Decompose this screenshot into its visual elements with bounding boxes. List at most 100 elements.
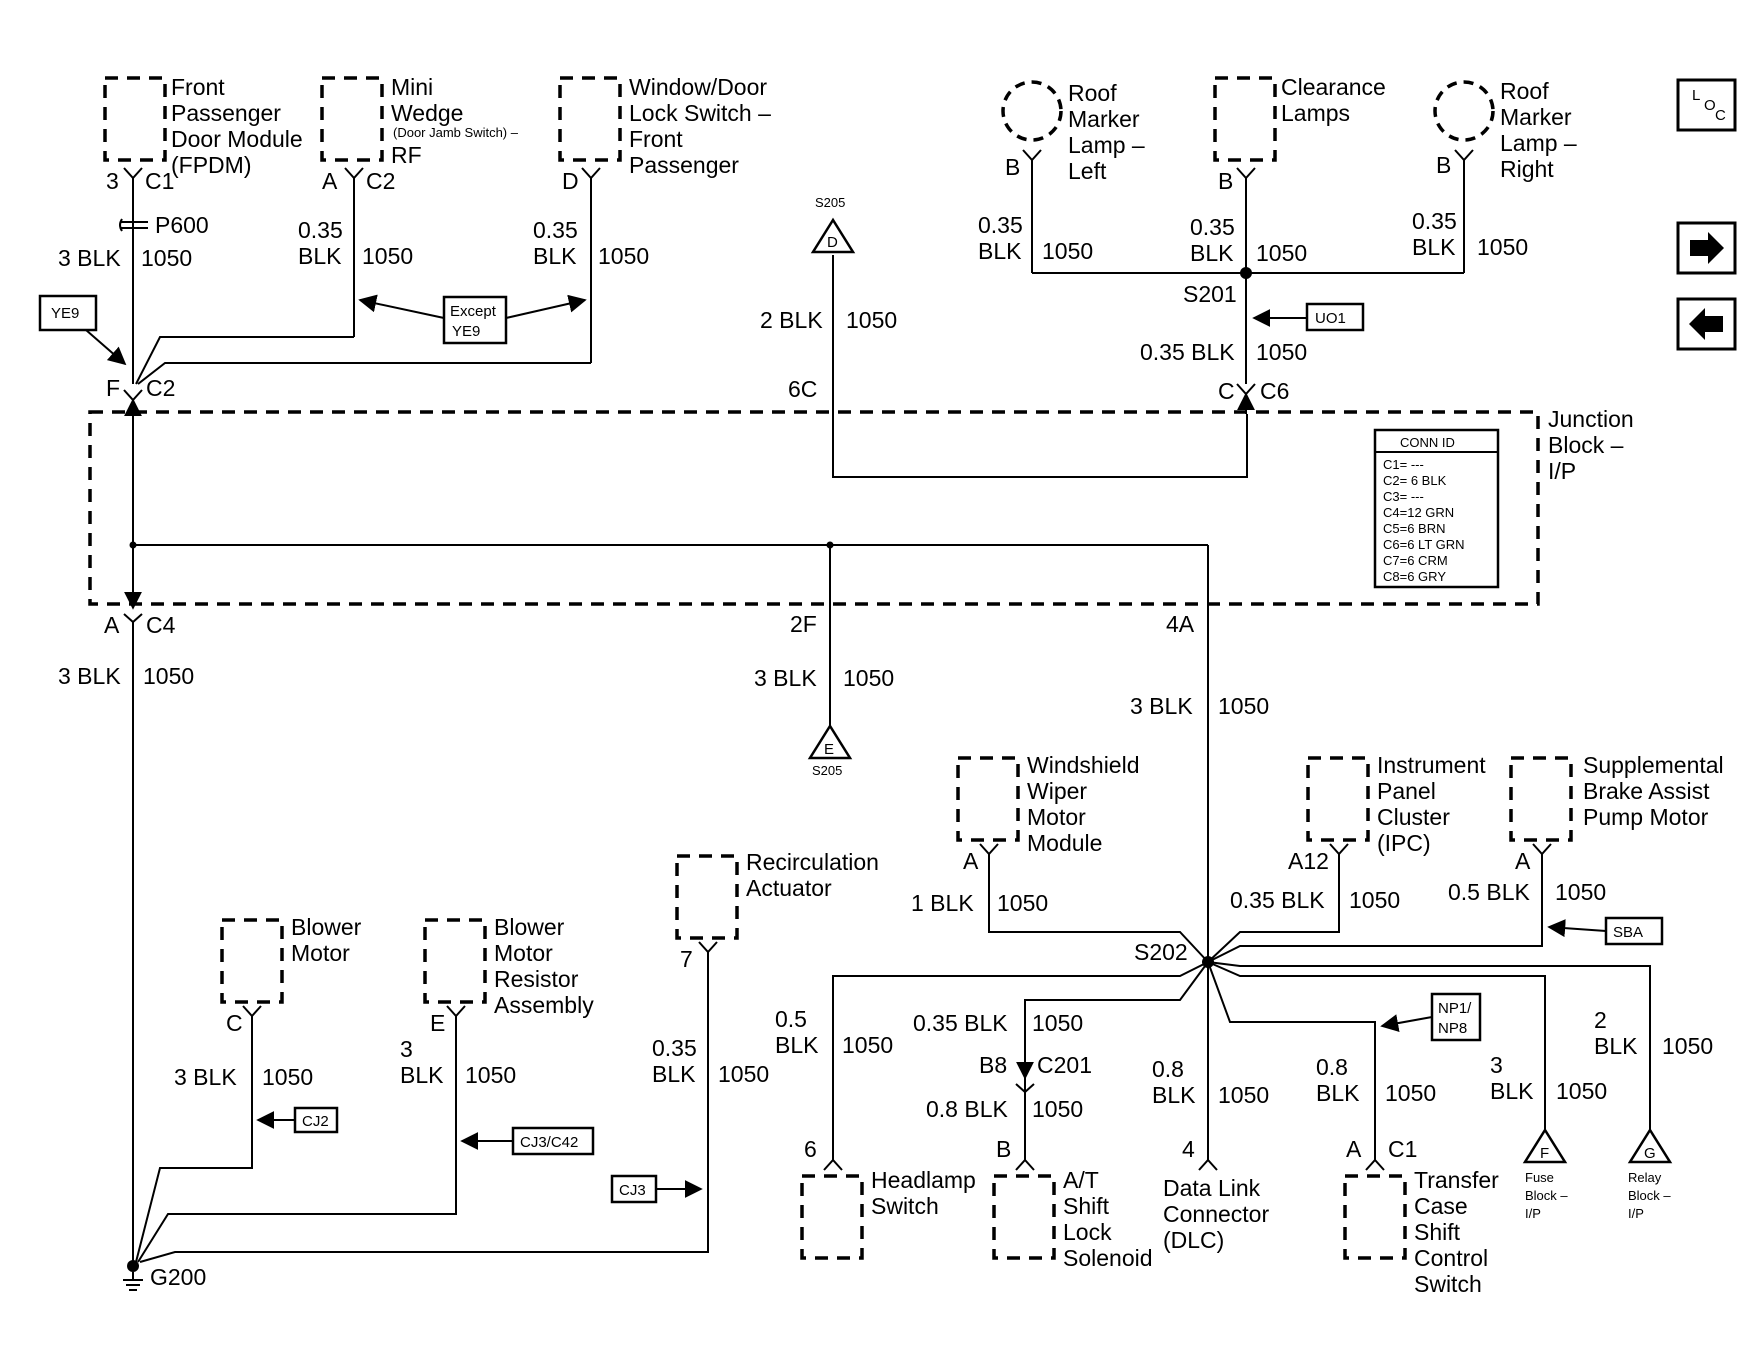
svg-text:A: A: [322, 168, 338, 194]
offpage-fuse-block: F Fuse Block – I/P: [1522, 1127, 1568, 1221]
circuit-1050: 1050: [1032, 1010, 1083, 1036]
svg-text:Actuator: Actuator: [746, 875, 832, 901]
svg-text:C: C: [1715, 107, 1726, 124]
svg-text:I/P: I/P: [1525, 1206, 1541, 1221]
wires-s202-branches: [832, 961, 1651, 1160]
svg-text:Resistor: Resistor: [494, 966, 579, 992]
circuit-1050: 1050: [1662, 1033, 1713, 1059]
svg-text:Right: Right: [1500, 156, 1554, 182]
component-fpdm: Front Passenger Door Module (FPDM) 3 C1: [103, 74, 303, 194]
wire-label-headlamp-color: BLK: [775, 1032, 819, 1058]
svg-text:E: E: [824, 741, 834, 758]
offpage-s205-e: E S205: [807, 723, 853, 778]
svg-text:E: E: [430, 1010, 445, 1036]
svg-text:C1: C1: [145, 168, 174, 194]
component-headlamp-switch: 6 Headlamp Switch: [800, 1136, 976, 1260]
svg-text:Passenger: Passenger: [171, 100, 281, 126]
svg-text:Pump Motor: Pump Motor: [1583, 804, 1709, 830]
svg-text:B8: B8: [979, 1052, 1007, 1078]
splice-s202: S202: [1134, 939, 1188, 965]
option-except-ye9: Except YE9: [358, 294, 587, 345]
wire-label-relay-size: 2: [1594, 1007, 1607, 1033]
option-ye9: YE9: [38, 294, 127, 366]
next-page-button[interactable]: [1676, 221, 1737, 275]
wire-label-transfer-size: 0.8: [1316, 1054, 1348, 1080]
wire-label-roof-left-color: BLK: [978, 238, 1022, 264]
svg-text:Relay: Relay: [1628, 1170, 1662, 1185]
svg-text:C: C: [1218, 378, 1235, 404]
svg-text:Shift: Shift: [1063, 1193, 1110, 1219]
svg-text:Motor: Motor: [494, 940, 553, 966]
circuit-1050: 1050: [842, 1032, 893, 1058]
circuit-1050: 1050: [1349, 887, 1400, 913]
svg-text:Lamp –: Lamp –: [1068, 132, 1145, 158]
circuit-1050: 1050: [1032, 1096, 1083, 1122]
svg-text:C3= ---: C3= ---: [1383, 489, 1424, 504]
option-cj3: CJ3: [610, 1174, 703, 1204]
svg-text:Except: Except: [450, 303, 497, 320]
component-transfer-case-switch: A C1 Transfer Case Shift Control Switch: [1343, 1136, 1499, 1297]
svg-text:Window/Door: Window/Door: [629, 74, 767, 100]
svg-text:A: A: [1515, 848, 1531, 874]
svg-text:C2: C2: [146, 375, 175, 401]
svg-text:Shift: Shift: [1414, 1219, 1461, 1245]
component-clearance-lamps: Clearance Lamps B: [1213, 74, 1386, 194]
jb-pin-4a: 4A: [1166, 611, 1195, 637]
svg-text:C6=6 LT GRN: C6=6 LT GRN: [1383, 537, 1465, 552]
svg-text:Block –: Block –: [1548, 432, 1624, 458]
wire-label-brake: 0.5 BLK: [1448, 879, 1530, 905]
svg-text:Mini: Mini: [391, 74, 433, 100]
svg-text:Module: Module: [1027, 830, 1102, 856]
svg-text:C: C: [226, 1010, 243, 1036]
svg-text:Motor: Motor: [1027, 804, 1086, 830]
svg-text:S205: S205: [812, 763, 842, 778]
junction-block-outline: [88, 410, 1540, 606]
svg-text:A/T: A/T: [1063, 1167, 1099, 1193]
svg-text:C201: C201: [1037, 1052, 1092, 1078]
svg-text:Clearance: Clearance: [1281, 74, 1386, 100]
svg-text:Data Link: Data Link: [1163, 1175, 1261, 1201]
jb-connector-c4: A C4: [104, 591, 176, 638]
svg-text:G: G: [1644, 1145, 1656, 1162]
svg-text:(Door Jamb Switch) –: (Door Jamb Switch) –: [393, 125, 519, 140]
svg-text:6: 6: [804, 1136, 817, 1162]
svg-text:Transfer: Transfer: [1414, 1167, 1499, 1193]
circuit-1050: 1050: [141, 245, 192, 271]
svg-text:Switch: Switch: [1414, 1271, 1482, 1297]
wire-wiper: [988, 854, 1209, 963]
svg-text:Switch: Switch: [871, 1193, 939, 1219]
wire-label-dlc-size: 0.8: [1152, 1056, 1184, 1082]
jb-connector-c2: F C2: [106, 375, 175, 417]
prev-page-button[interactable]: [1676, 297, 1737, 351]
component-junction-block: Junction Block – I/P: [1548, 406, 1634, 484]
svg-text:C1: C1: [1388, 1136, 1417, 1162]
option-sba: SBA: [1547, 916, 1664, 946]
svg-text:Headlamp: Headlamp: [871, 1167, 976, 1193]
component-shift-lock-solenoid: B A/T Shift Lock Solenoid: [992, 1136, 1153, 1271]
wires-top-right: [1031, 160, 1465, 384]
svg-text:S205: S205: [815, 195, 845, 210]
circuit-1050: 1050: [362, 243, 413, 269]
wire-label-roof-right-color: BLK: [1412, 234, 1456, 260]
circuit-1050: 1050: [598, 243, 649, 269]
svg-text:Front: Front: [171, 74, 225, 100]
svg-text:B: B: [1005, 154, 1020, 180]
svg-text:Fuse: Fuse: [1525, 1170, 1554, 1185]
conn-id-table: CONN ID C1= --- C2= 6 BLK C3= --- C4=12 …: [1373, 428, 1500, 589]
jb-internal-wiring: [129, 255, 1248, 600]
wires-top-left: [132, 178, 592, 385]
circuit-1050: 1050: [1042, 238, 1093, 264]
location-button[interactable]: L O C: [1676, 78, 1737, 132]
jb-connector-c6: C C6: [1218, 378, 1289, 414]
svg-text:Left: Left: [1068, 158, 1107, 184]
wire-label-lock-color: BLK: [533, 243, 577, 269]
wire-label-2f: 3 BLK: [754, 665, 817, 691]
svg-text:CJ3: CJ3: [619, 1182, 646, 1199]
svg-text:D: D: [562, 168, 579, 194]
wire-label-wiper: 1 BLK: [911, 890, 974, 916]
wire-label-s201: 0.35 BLK: [1140, 339, 1235, 365]
svg-text:Marker: Marker: [1068, 106, 1140, 132]
wire-label-roof-right-size: 0.35: [1412, 208, 1457, 234]
wire-label-wedge-size: 0.35: [298, 217, 343, 243]
